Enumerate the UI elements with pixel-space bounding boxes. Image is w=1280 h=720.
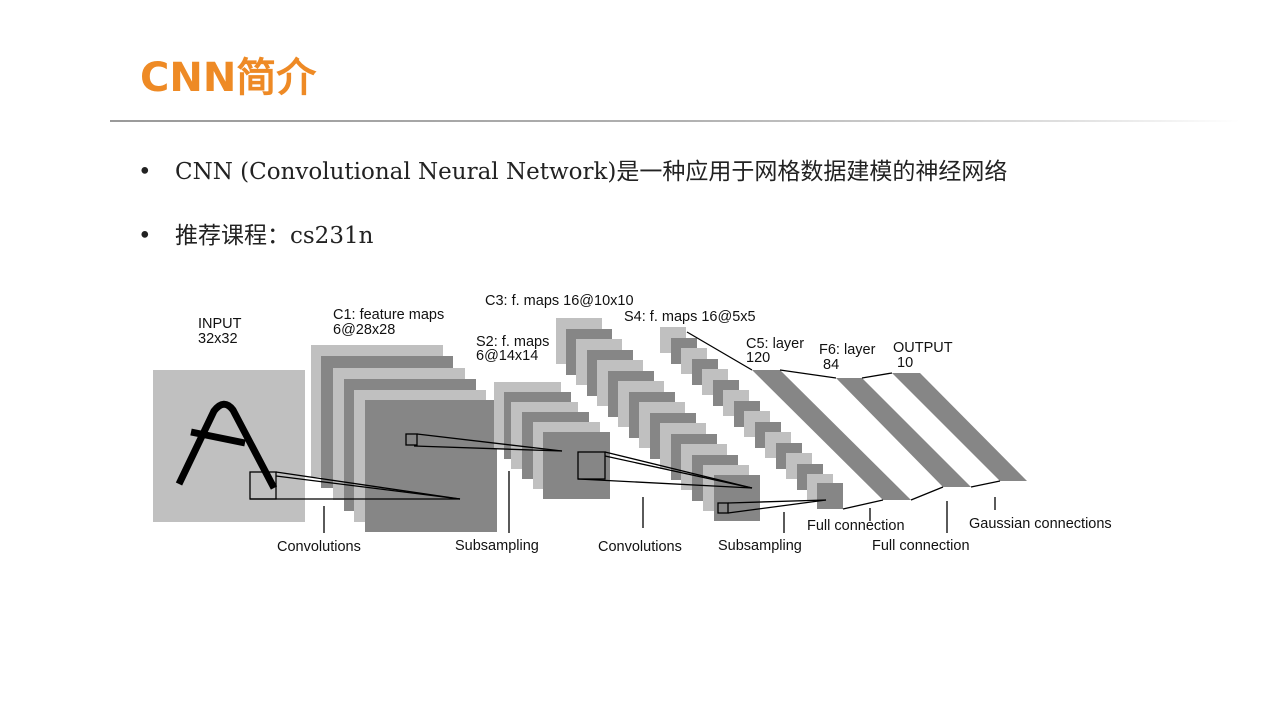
letter-a-crossbar: [190, 428, 246, 447]
c1-feature-maps: [311, 345, 497, 532]
input-layer: [153, 370, 305, 522]
c5-label: C5: layer: [746, 336, 804, 352]
input-label: INPUT: [198, 316, 242, 332]
s4-feature-maps: [660, 327, 843, 509]
c1-label: C1: feature maps: [333, 307, 444, 323]
gaussian-connections-label: Gaussian connections: [969, 516, 1112, 532]
convolutions-label-1: Convolutions: [277, 539, 361, 555]
input-size-label: 32x32: [198, 331, 238, 347]
full-connection-label-1: Full connection: [807, 518, 905, 534]
bullet-marker: •: [138, 159, 152, 185]
bullet-marker: •: [138, 223, 152, 249]
connection-lines: [249, 331, 1001, 533]
f6-size-label: 84: [823, 357, 839, 373]
c3-label: C3: f. maps 16@10x10: [485, 293, 634, 309]
slide-title: CNN简介: [140, 55, 317, 101]
f6-label: F6: layer: [819, 342, 876, 358]
c1-size-label: 6@28x28: [333, 322, 395, 338]
title-divider: [110, 120, 1240, 122]
s4-label: S4: f. maps 16@5x5: [624, 309, 756, 325]
bullet-text: CNN (Convolutional Neural Network)是一种应用于…: [175, 159, 1008, 185]
subsampling-label-2: Subsampling: [718, 538, 802, 554]
s2-size-label: 6@14x14: [476, 348, 538, 364]
s2-label: S2: f. maps: [476, 334, 549, 350]
bullet-text: 推荐课程：cs231n: [175, 223, 374, 249]
letter-a-stroke: [175, 400, 278, 490]
convolutions-label-2: Convolutions: [598, 539, 682, 555]
subsampling-label-1: Subsampling: [455, 538, 539, 554]
f6-layer: [836, 378, 971, 487]
output-label: OUTPUT: [893, 340, 953, 356]
output-layer: [892, 373, 1027, 481]
c5-size-label: 120: [746, 350, 770, 366]
s2-feature-maps: [494, 382, 610, 499]
c5-layer: [752, 370, 911, 500]
full-connection-label-2: Full connection: [872, 538, 970, 554]
output-size-label: 10: [897, 355, 913, 371]
c3-feature-maps: [556, 318, 760, 521]
